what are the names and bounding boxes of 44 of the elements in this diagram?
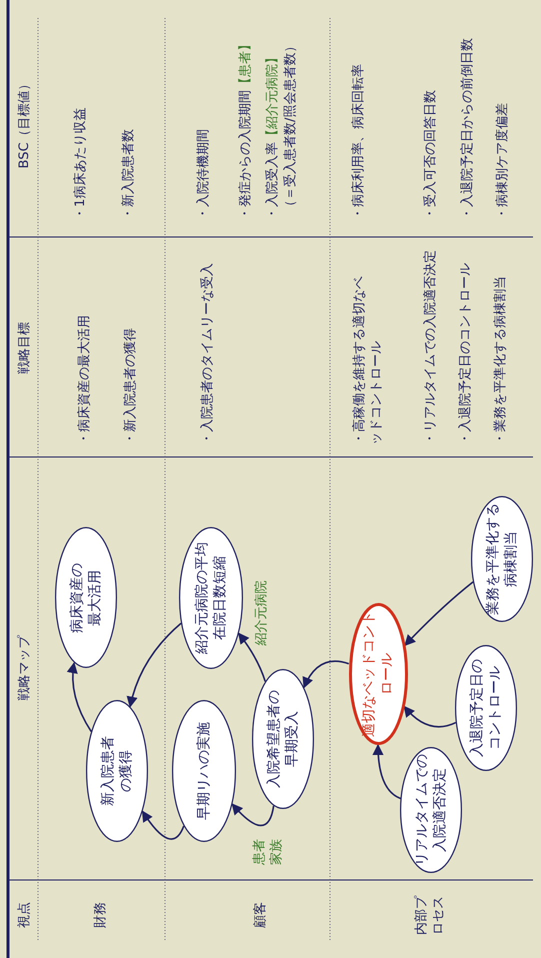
row-header: 顧客 <box>252 902 268 928</box>
kpi-text: ・病床利用率、病床回転率 <box>350 64 366 220</box>
kpi-text: ・病棟別ケア度偏差 <box>494 103 510 220</box>
strategy-ellipse: 病床資産の最大活用 <box>55 528 117 668</box>
kpi-tag: 【紹介元病院】 <box>264 51 281 142</box>
strategy-ellipse: 入退院予定日のコントロール <box>455 645 517 771</box>
kpi-text: ・1病床あたり収益 <box>72 108 88 220</box>
arrow <box>67 662 92 732</box>
strategy-ellipse: 新入院患者の獲得 <box>86 700 148 842</box>
strategy-ellipse: 業務を平準化する病棟割当 <box>471 496 533 622</box>
column-header: 戦略マップ <box>16 636 32 700</box>
objective-text: ・高稼働を維持する適切なベッドコントロール <box>351 275 385 445</box>
kpi-text: ・受入可否の回答日数 <box>422 90 438 220</box>
row-header: 財務 <box>92 902 108 928</box>
strategy-ellipse: リアルタイムでの入院適否決定 <box>400 747 462 873</box>
arrow <box>126 622 182 708</box>
arrow <box>303 660 350 688</box>
kpi-text: ・入院受入率 <box>264 142 280 220</box>
kpi-text: ・発症からの入院期間 <box>236 90 254 220</box>
objective-text: ・入院患者のタイムリーな受入 <box>198 263 216 445</box>
arrow <box>404 706 456 728</box>
kpi-text: ・新入院患者数 <box>120 129 136 220</box>
arrow <box>238 632 266 682</box>
arrow <box>404 581 474 646</box>
objective-text: ・リアルタイムでの入院適否決定 <box>422 250 438 445</box>
arrow <box>372 744 401 800</box>
column-header: 戦略目標 <box>16 322 32 374</box>
objective-text: ・入退院予定日のコントロール <box>456 263 474 445</box>
kpi-text: （＝受入患者数/照会患者数） <box>282 40 298 213</box>
column-header: BSC（目標値） <box>16 77 32 168</box>
objective-text: ・新入院患者の獲得 <box>122 328 138 445</box>
strategy-ellipse: 入院希望患者の早期受入 <box>252 669 314 809</box>
column-header: 視点 <box>16 902 32 928</box>
kpi-text: ・入院待機期間 <box>194 129 212 220</box>
kpi-text: ・入退院予定日からの前倒日数 <box>458 38 476 220</box>
strategy-ellipse: 紹介元病院の平均在院日数短縮 <box>179 527 243 669</box>
edge-label: 患者家族 <box>251 837 285 867</box>
kpi-tag: 【患者】 <box>237 38 254 90</box>
arrow <box>142 810 184 840</box>
objective-text: ・病床資産の最大活用 <box>76 315 92 445</box>
arrow <box>232 803 274 826</box>
row-header: 内部プロセス <box>413 895 447 935</box>
objective-text: ・業務を平準化する病棟割当 <box>492 276 508 445</box>
strategy-ellipse: 早期リハの実施 <box>172 700 236 842</box>
